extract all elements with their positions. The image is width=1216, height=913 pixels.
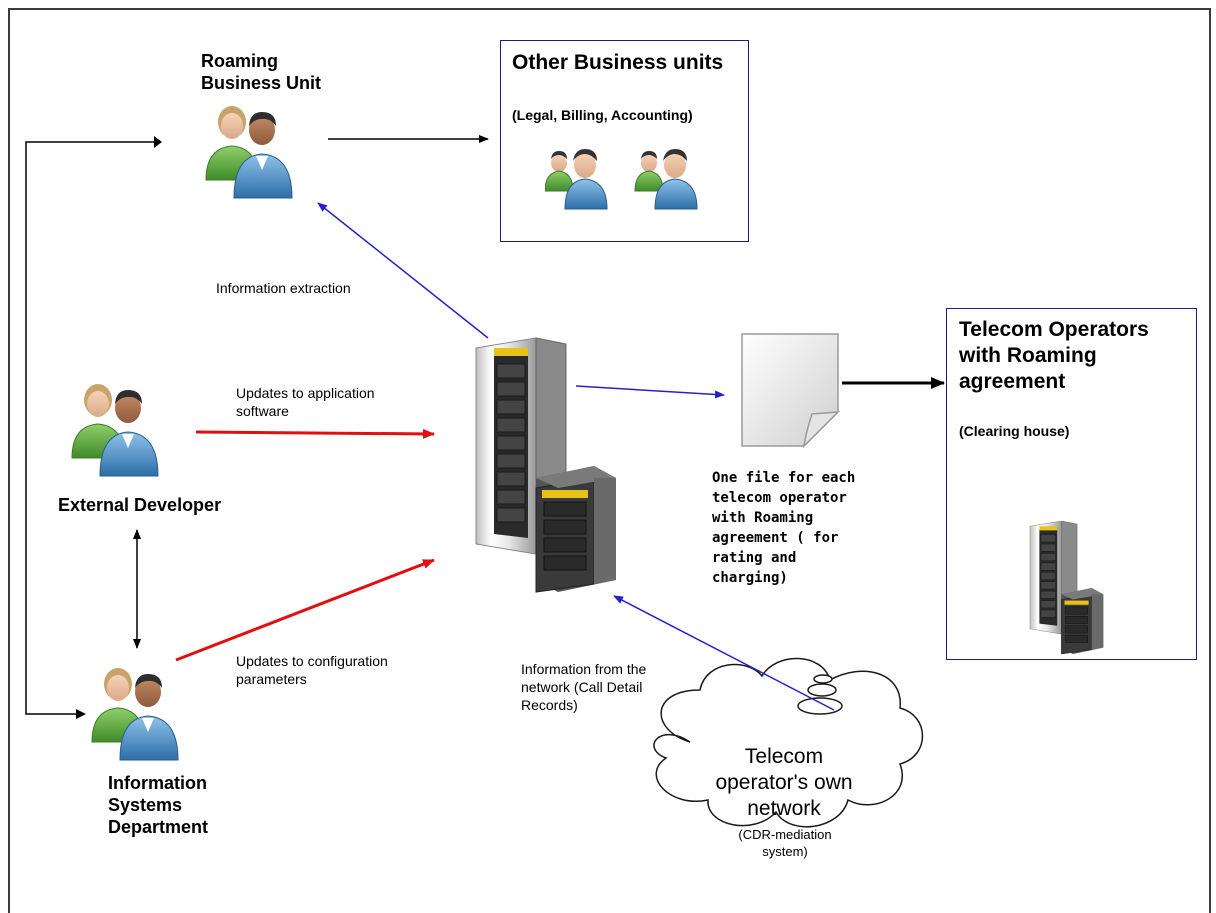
arrow-is-to-roaming-head: [154, 136, 162, 148]
other-business-units-box: Other Business units (Legal, Billing, Ac…: [500, 40, 749, 242]
external-developer-people-icon: [71, 383, 159, 477]
clearing-house-server-icon: [1029, 521, 1104, 655]
arrow-roaming-to-is-head: [76, 709, 86, 719]
file-document-icon: [741, 333, 840, 449]
telecom-operators-title: Telecom Operators with Roaming agreement: [959, 318, 1149, 393]
arrow-is-to-roaming-line: [25, 141, 160, 715]
arrow-server-to-file: [575, 385, 725, 399]
central-server-icon: [475, 337, 617, 593]
connectors: [25, 135, 945, 719]
arrow-info-extraction: [317, 202, 489, 339]
telecom-operators-subtitle: (Clearing house): [959, 423, 1070, 439]
is-department-label: Information Systems Department: [108, 773, 209, 837]
info-extraction-label: Information extraction: [216, 280, 351, 296]
file-caption: One file for each telecom operator with …: [712, 470, 856, 586]
other-units-people-icon: [545, 148, 698, 210]
diagram-frame: [8, 8, 1211, 913]
external-developer-label: External Developer: [58, 495, 222, 515]
telecom-network-cloud-icon: [653, 657, 924, 828]
arrow-updates-app: [195, 428, 435, 439]
roaming-unit-label: Roaming Business Unit: [201, 51, 322, 93]
cloud-subtitle: (CDR-mediation system): [738, 827, 832, 859]
cloud-title: Telecom operator's own network: [715, 745, 853, 820]
other-units-title: Other Business units: [512, 51, 724, 74]
is-department-people-icon: [91, 667, 179, 761]
updates-config-label: Updates to configuration parameters: [236, 653, 388, 687]
telecom-operators-box: Telecom Operators with Roaming agreement…: [946, 308, 1197, 660]
arrow-updates-config: [175, 558, 435, 662]
info-network-label: Information from the network (Call Detai…: [521, 661, 647, 713]
arrow-network-to-server: [613, 595, 835, 711]
updates-app-label: Updates to application software: [236, 385, 375, 419]
roaming-unit-people-icon: [205, 105, 293, 199]
other-units-subtitle: (Legal, Billing, Accounting): [512, 107, 693, 123]
